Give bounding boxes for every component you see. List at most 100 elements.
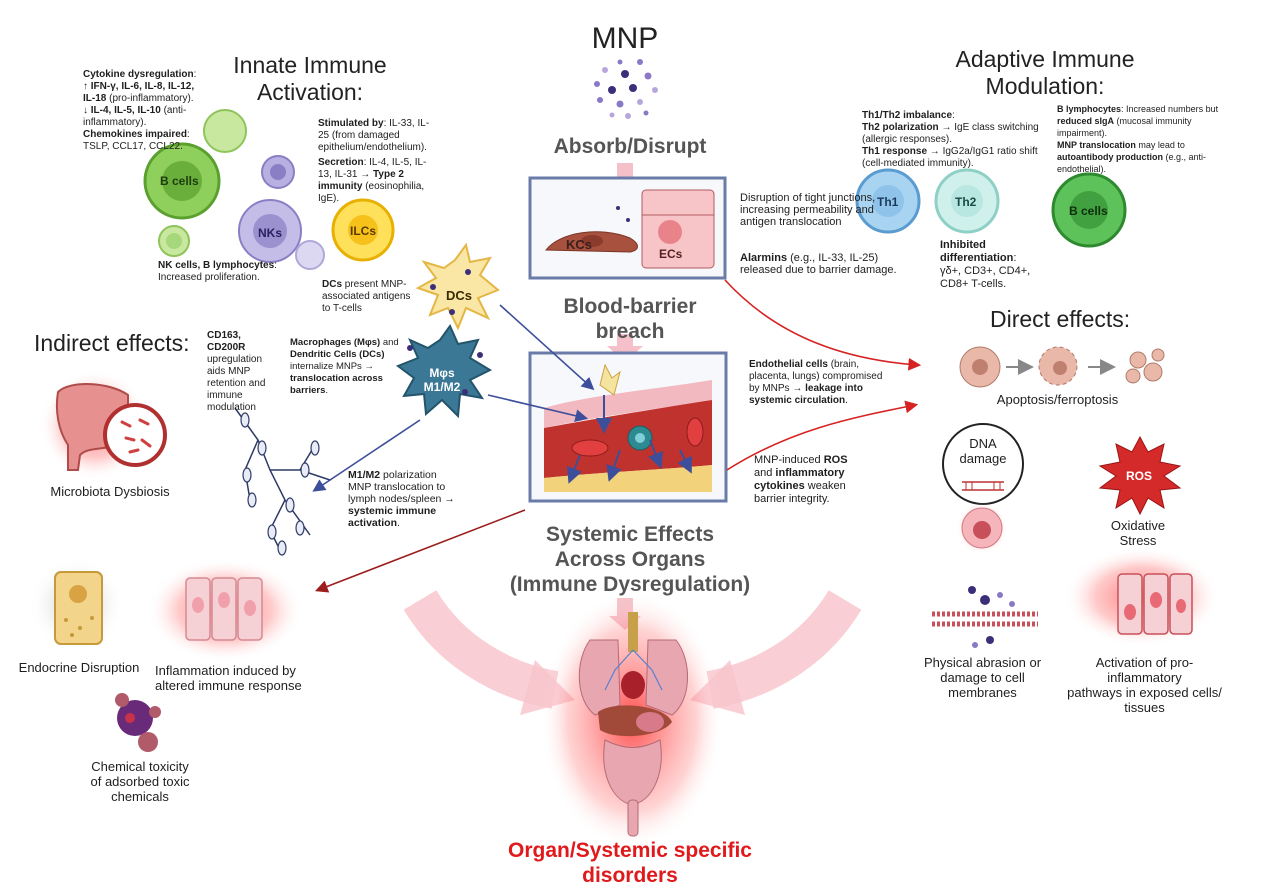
- th2-polarization-text: → IgE class switching (allergic response…: [862, 122, 1039, 145]
- mphi-to-lymph-arrow: [312, 419, 421, 492]
- cell-membrane: [932, 586, 1038, 648]
- type2-immunity: Type 2 immunity: [318, 169, 404, 192]
- endocrine-label: Endocrine Disruption: [18, 660, 140, 675]
- cytokine-up-note: (pro-inflammatory).: [106, 93, 194, 104]
- endocrine-cell: [54, 571, 103, 645]
- dc-heading: DCs: [322, 279, 343, 290]
- translocation-text: may lead to: [1135, 140, 1185, 150]
- m1m2-text: polarization MNP translocation to lymph …: [348, 469, 455, 505]
- reduced-siga: reduced sIgA: [1057, 116, 1115, 126]
- cd163-text: upregulation aids MNP retention and immu…: [207, 354, 266, 413]
- dendritic-cell: [415, 242, 500, 331]
- endothelial-heading: Endothelial cells: [749, 359, 828, 370]
- activation-line-1: Activation of pro-inflammatory: [1095, 655, 1194, 685]
- inhibited-note: Inhibited differentiation: γδ+, CD3+, CD…: [940, 239, 1040, 291]
- dc-note: DCs present MNP-associated antigens to T…: [322, 279, 420, 315]
- nks-label: NKs: [258, 226, 283, 240]
- tight-junction-note: Disruption of tight junctions, increasin…: [740, 192, 876, 228]
- chemokines-heading: Chemokines impaired: [83, 129, 187, 140]
- chemical-line-1: Chemical toxicity: [91, 759, 189, 774]
- to-direct-arrow-1: [724, 279, 922, 371]
- ecs-label: ECs: [659, 247, 683, 261]
- ros-note-start: MNP-induced: [754, 454, 824, 466]
- cytokine-down-note: (anti-inflammatory).: [83, 105, 187, 128]
- ros-note-ros: ROS: [823, 454, 848, 466]
- innate-title: Innate Immune Activation:: [210, 52, 410, 106]
- ros-note-cytokines: inflammatory cytokines: [754, 467, 845, 492]
- endothelial-text: (brain, placenta, lungs) compromised by …: [749, 359, 883, 394]
- apoptosis-label: Apoptosis/ferroptosis: [996, 392, 1119, 407]
- adaptive-b-cells-label: B cells: [1069, 204, 1108, 218]
- nk-heading: NK cells, B lymphocytes: [158, 260, 275, 271]
- chemical-line-3: chemicals: [111, 789, 169, 804]
- endothelial-tail: .: [845, 395, 848, 406]
- secretion-tail: (eosinophilia, IgE).: [318, 181, 425, 204]
- cytokine-down: ↓ IL-4, IL-5, IL-10: [83, 105, 161, 116]
- autoantibody: autoantibody production: [1057, 152, 1163, 162]
- secretion-text: : IL-4, IL-5, IL-13, IL-31 →: [318, 157, 427, 180]
- small-green-cell: [203, 109, 247, 153]
- activation-label: Activation of pro-inflammatory pathways …: [1062, 655, 1227, 715]
- absorb-title: Absorb/Disrupt: [553, 135, 707, 158]
- inhibited-text: γδ+, CD3+, CD4+, CD8+ T-cells.: [940, 265, 1031, 290]
- ros-note: MNP-induced ROS and inflammatory cytokin…: [754, 454, 864, 506]
- cytokine-heading: Cytokine dysregulation: [83, 69, 194, 80]
- inflammation-label: Inflammation induced by altered immune r…: [155, 663, 315, 693]
- th-heading: Th1/Th2 imbalance: [862, 110, 953, 121]
- dna-label: DNA damage: [958, 436, 1008, 466]
- secretion-note: Secretion: IL-4, IL-5, IL-13, IL-31 → Ty…: [318, 157, 436, 205]
- ilcs-label: ILCs: [350, 224, 377, 238]
- b-lymph-text: : Increased numbers but: [1121, 104, 1219, 114]
- cytokine-up: ↑ IFN-γ, IL-6, IL-8, IL-12, IL-18: [83, 81, 195, 104]
- cd163-note: CD163, CD200R upregulation aids MNP rete…: [207, 330, 279, 414]
- inflammation-line-2: altered immune response: [155, 678, 302, 693]
- physical-line-2: damage to cell: [940, 670, 1025, 685]
- chemokines-list: TSLP, CCL17, CCL22.: [83, 141, 183, 152]
- leakage-text: leakage into systemic circulation: [749, 383, 863, 406]
- systemic-line-1: Systemic Effects: [545, 523, 715, 546]
- nk-text: Increased proliferation.: [158, 272, 260, 283]
- mphi-label: Mφs M1/M2: [420, 366, 464, 394]
- chemical-label: Chemical toxicity of adsorbed toxic chem…: [70, 759, 210, 804]
- macrophage-heading: Macrophages (Mφs): [290, 337, 381, 348]
- mphi-label-2: M1/M2: [423, 380, 461, 394]
- dna-label-1: DNA: [969, 436, 997, 451]
- innate-title-2: Activation:: [256, 79, 364, 105]
- m1m2-note: M1/M2 polarization MNP translocation to …: [348, 469, 460, 529]
- adaptive-title-2: Modulation:: [985, 73, 1105, 99]
- th-colon: :: [952, 110, 955, 121]
- macrophage-and: and: [380, 337, 399, 348]
- th-imbalance-note: Th1/Th2 imbalance: Th2 polarization → Ig…: [862, 110, 1047, 170]
- cytokine-note: Cytokine dysregulation: ↑ IFN-γ, IL-6, I…: [83, 69, 198, 153]
- autoantibody-text: (e.g., anti-endothelial).: [1057, 152, 1207, 174]
- apoptosis-cells: [959, 346, 1165, 388]
- dcs-label: DCs: [446, 288, 473, 303]
- direct-title: Direct effects:: [990, 306, 1131, 332]
- inflammation-line-1: Inflammation induced by: [155, 663, 296, 678]
- organ-line-1: Organ/Systemic specific: [508, 839, 752, 862]
- endothelial-note: Endothelial cells (brain, placenta, lung…: [749, 359, 889, 407]
- physical-label: Physical abrasion or damage to cell memb…: [915, 655, 1050, 700]
- barrier-title: Blood-barrier breach: [520, 294, 740, 344]
- adaptive-title: Adaptive Immune Modulation:: [930, 46, 1160, 100]
- alarmins-heading: Alarmins: [740, 252, 788, 264]
- secretion-heading: Secretion: [318, 157, 364, 168]
- m1m2-heading: M1/M2: [348, 469, 381, 481]
- chemical-line-2: of adsorbed toxic: [90, 774, 190, 789]
- systemic-line-3: (Immune Dysregulation): [509, 573, 751, 596]
- dc-to-vessel-arrow: [499, 304, 595, 391]
- systemic-line-2: Across Organs: [554, 548, 706, 571]
- ros-starburst: [1098, 435, 1182, 516]
- inhibited-colon: :: [1013, 252, 1017, 264]
- b-lymph-note: B lymphocytes: Increased numbers but red…: [1057, 103, 1237, 175]
- systemic-title: Systemic Effects Across Organs (Immune D…: [500, 522, 760, 597]
- alarmins-note: Alarmins (e.g., IL-33, IL-25) released d…: [740, 252, 915, 276]
- organs: [578, 612, 688, 837]
- oxidative-line-2: Stress: [1119, 533, 1157, 548]
- m1m2-tail: .: [397, 517, 400, 529]
- microbiota-label: Microbiota Dysbiosis: [50, 484, 170, 499]
- stimulated-text: : IL-33, IL-25 (from damaged epithelium/…: [318, 118, 430, 153]
- translocation-barriers: translocation across barriers: [290, 373, 383, 396]
- alarmins-text: (e.g., IL-33, IL-25) released due to bar…: [740, 252, 897, 276]
